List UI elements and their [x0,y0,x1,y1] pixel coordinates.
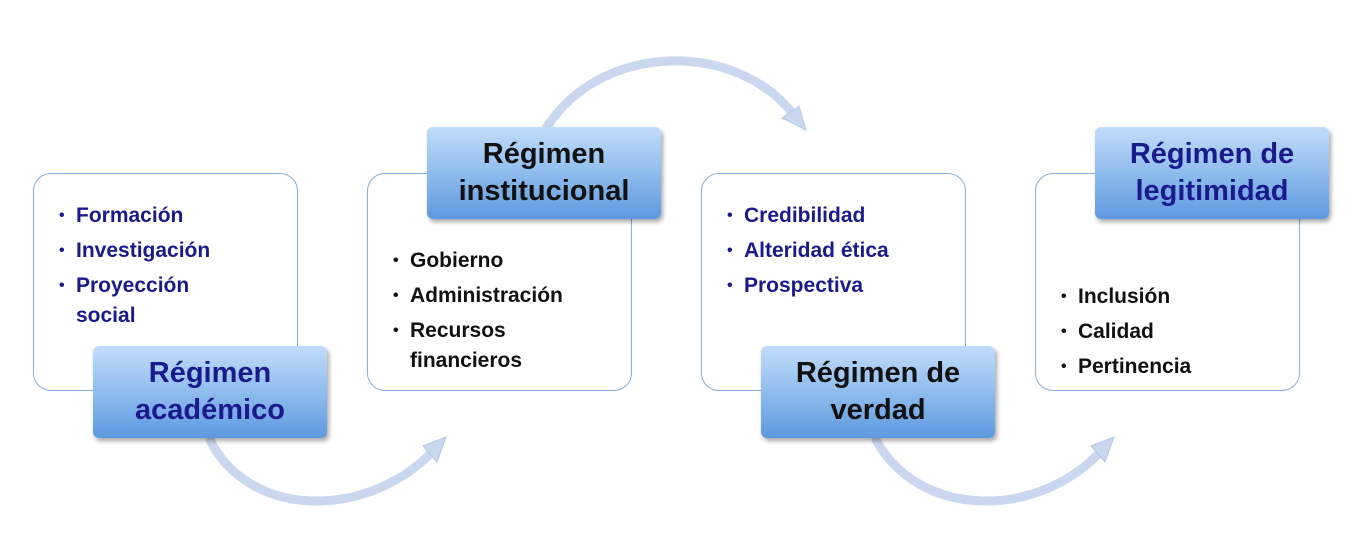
list-item: •Alteridad ética [727,239,889,262]
list-item: •Pertinencia [1061,355,1192,378]
list-item: •Calidad [1061,320,1154,343]
stage-list-institucional: •Gobierno •Administración •Recursos fina… [393,246,563,381]
stage-list-academico: •Formación •Investigación •Proyección so… [59,201,226,336]
list-item: •Recursos financieros [393,319,523,372]
arrowhead-3 [1090,436,1115,463]
list-item: •Formación [59,204,184,227]
stage-title-institucional: Régimen institucional [427,127,661,219]
stage-card-verdad: •Credibilidad •Alteridad ética •Prospect… [701,173,966,391]
stage-list-legitimidad: •Inclusión •Calidad •Pertinencia [1061,282,1191,387]
arrowhead-1 [422,436,447,463]
list-item: •Gobierno [393,249,504,272]
list-item: •Administración [393,284,563,307]
list-item: •Credibilidad [727,204,866,227]
stage-title-verdad: Régimen de verdad [761,346,995,438]
arrowhead-2 [781,105,807,131]
list-item: •Proyección social [59,274,190,327]
stage-list-verdad: •Credibilidad •Alteridad ética •Prospect… [727,201,889,306]
list-item: •Inclusión [1061,285,1171,308]
arrow-3-to-4 [871,435,1109,506]
list-item: •Investigación [59,239,211,262]
stage-title-legitimidad: Régimen de legitimidad [1095,127,1329,219]
arrow-2-to-3 [540,56,801,135]
arrow-1-to-2 [205,435,441,506]
stage-title-academico: Régimen académico [93,346,327,438]
list-item: •Prospectiva [727,274,864,297]
